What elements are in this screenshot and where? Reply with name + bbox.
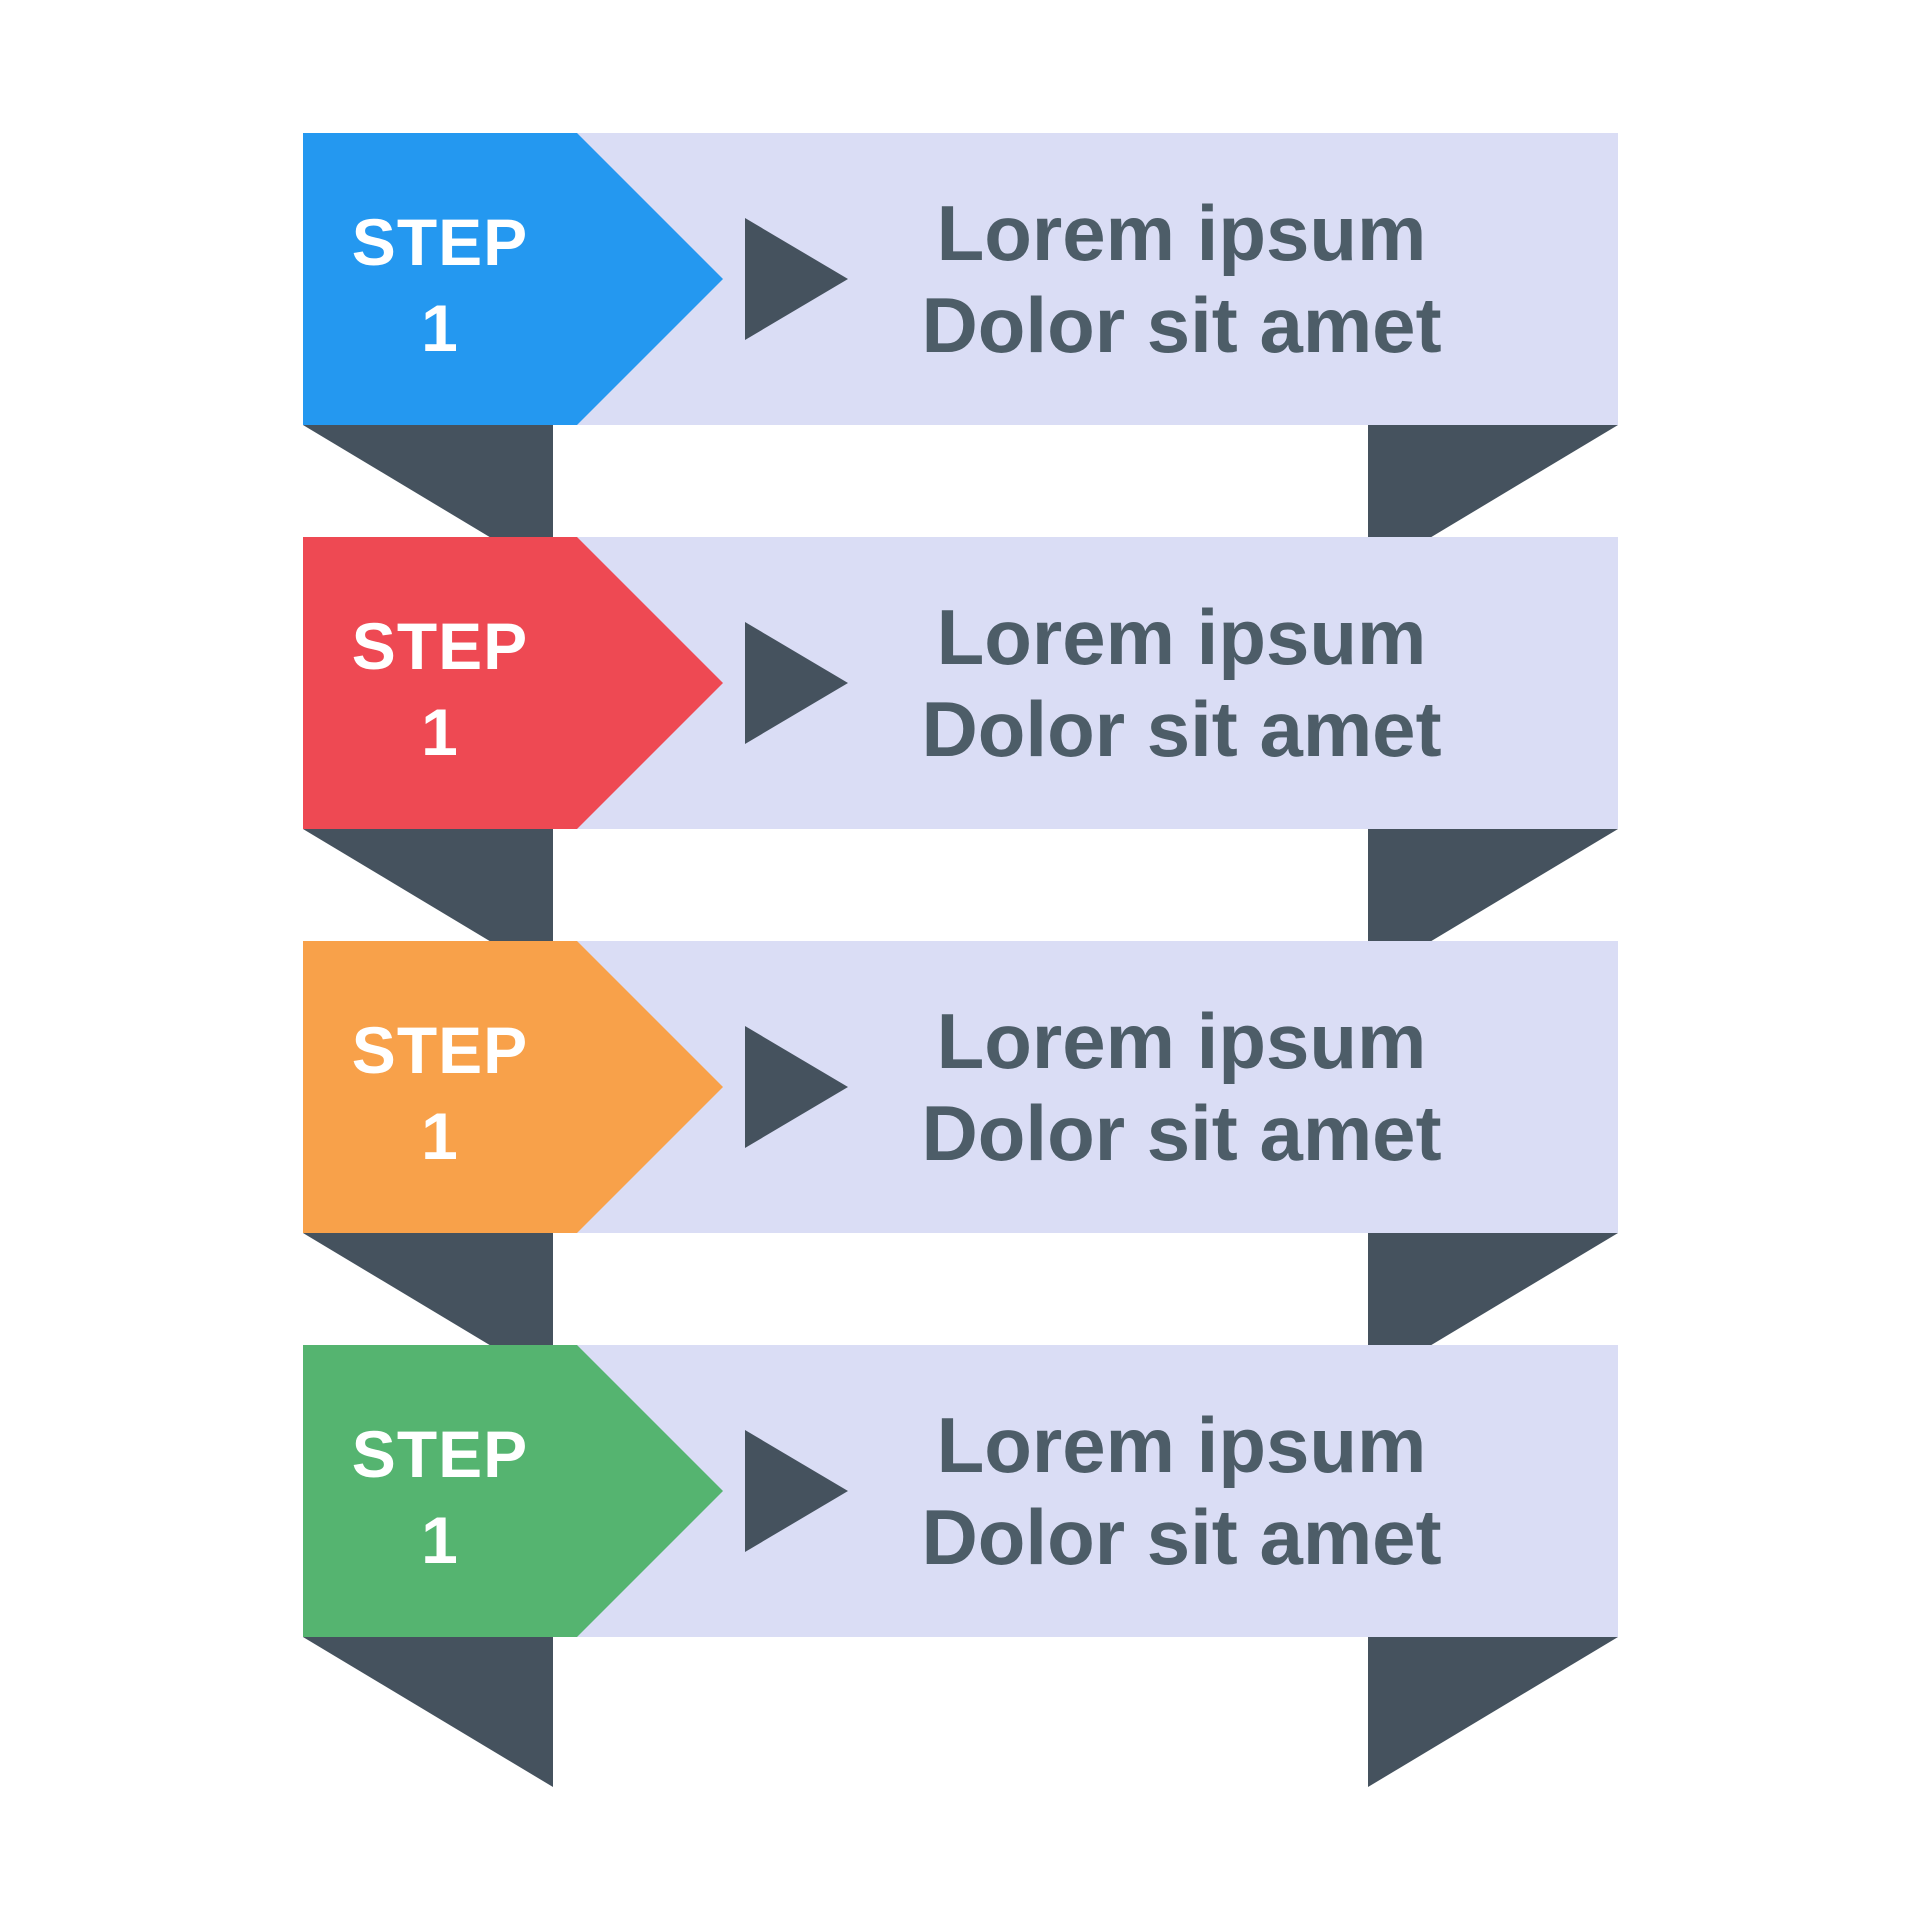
ribbon-fold-right-icon <box>1368 1637 1618 1787</box>
step-title-line1: Lorem ipsum <box>936 593 1427 681</box>
step-badge-word: STEP <box>351 1013 529 1087</box>
step-row-1: STEP 1 Lorem ipsum Dolor sit amet <box>303 133 1618 575</box>
step-badge-label: STEP 1 <box>303 1345 577 1637</box>
step-title-line2: Dolor sit amet <box>921 281 1442 369</box>
step-badge-word: STEP <box>351 1417 529 1491</box>
step-badge-word: STEP <box>351 205 529 279</box>
ribbon-fold-left-icon <box>303 1637 553 1787</box>
step-title: Lorem ipsum Dolor sit amet <box>745 133 1618 425</box>
step-badge-number: 1 <box>421 291 459 365</box>
step-badge-word: STEP <box>351 609 529 683</box>
step-badge-number: 1 <box>421 1503 459 1577</box>
step-badge-label: STEP 1 <box>303 133 577 425</box>
step-title-line2: Dolor sit amet <box>921 685 1442 773</box>
step-title: Lorem ipsum Dolor sit amet <box>745 537 1618 829</box>
step-title: Lorem ipsum Dolor sit amet <box>745 1345 1618 1637</box>
step-badge-label: STEP 1 <box>303 941 577 1233</box>
step-title-line1: Lorem ipsum <box>936 997 1427 1085</box>
step-row-3: STEP 1 Lorem ipsum Dolor sit amet <box>303 941 1618 1383</box>
step-title-line1: Lorem ipsum <box>936 1401 1427 1489</box>
step-title-line1: Lorem ipsum <box>936 189 1427 277</box>
step-badge-number: 1 <box>421 1099 459 1173</box>
step-title-line2: Dolor sit amet <box>921 1493 1442 1581</box>
step-badge-number: 1 <box>421 695 459 769</box>
step-badge-label: STEP 1 <box>303 537 577 829</box>
step-title-line2: Dolor sit amet <box>921 1089 1442 1177</box>
step-title: Lorem ipsum Dolor sit amet <box>745 941 1618 1233</box>
step-row-4: STEP 1 Lorem ipsum Dolor sit amet <box>303 1345 1618 1787</box>
step-row-2: STEP 1 Lorem ipsum Dolor sit amet <box>303 537 1618 979</box>
